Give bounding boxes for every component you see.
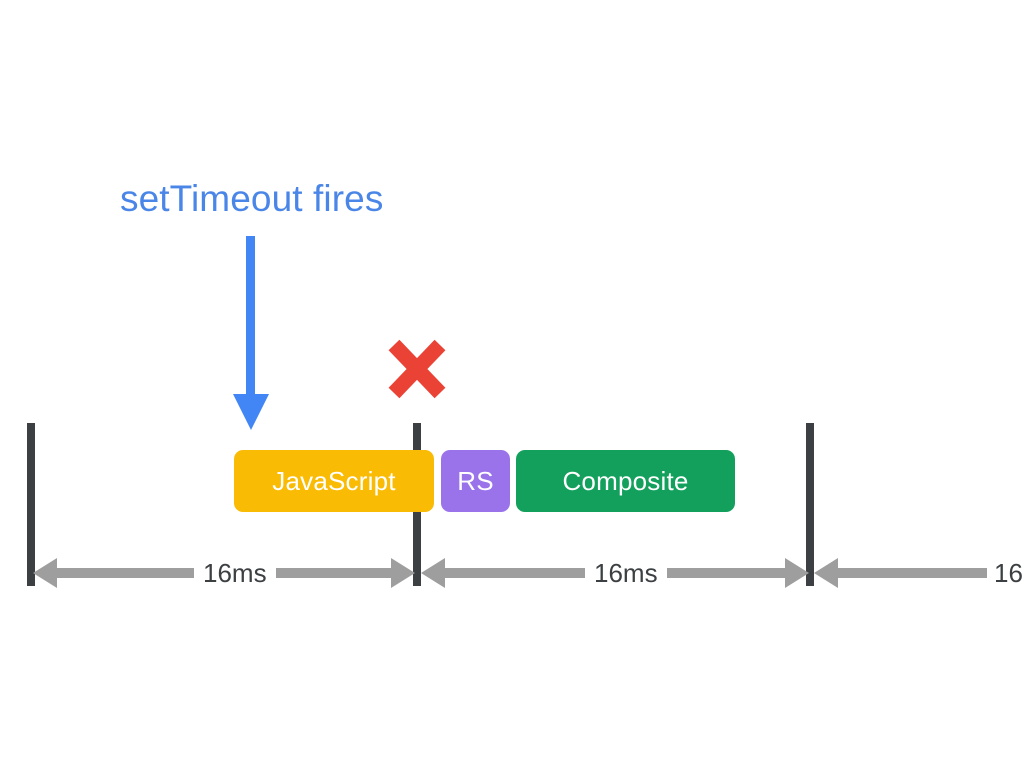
axis-label-segment-3: 16 — [987, 556, 1024, 590]
task-bar-javascript[interactable]: JavaScript — [234, 450, 434, 512]
annotation-label-settimeout: setTimeout fires — [120, 178, 384, 219]
task-bar-composite[interactable]: Composite — [516, 450, 735, 512]
axis-label-segment-1: 16ms — [194, 556, 276, 590]
axis-label-segment-2: 16ms — [585, 556, 667, 590]
frame-boundary-tick-end — [806, 423, 814, 586]
frame-boundary-tick-start — [27, 423, 35, 586]
red-x-icon — [385, 338, 449, 400]
down-arrow-icon — [228, 236, 274, 432]
task-bar-recalculate-style[interactable]: RS — [441, 450, 510, 512]
